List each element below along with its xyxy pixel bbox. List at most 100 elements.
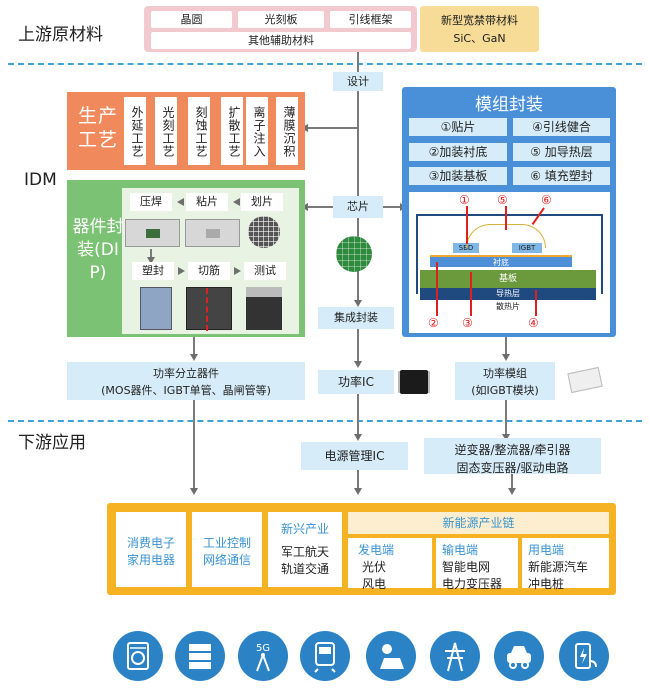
app-emerging: 新兴产业 军工航天 轨道交通: [268, 512, 342, 587]
step-molding: 塑封: [132, 262, 174, 280]
ic-chip-image: [400, 370, 428, 394]
molded-part-image: [140, 287, 172, 330]
process-step-6: 薄膜沉积: [276, 97, 298, 165]
process-step-5: 离子注入: [246, 97, 268, 165]
app-gen-title: 发电端: [358, 543, 395, 557]
washing-machine-icon: [113, 631, 163, 681]
thermal-layer: 导热层: [420, 288, 596, 300]
app-industrial: 工业控制 网络通信: [192, 512, 262, 587]
app-grid-title: 输电端: [442, 543, 479, 557]
wide-bandgap-box: 新型宽禁带材料 SiC、GaN: [420, 6, 539, 52]
step-die-attach: 粘片: [186, 193, 228, 211]
idm-title: IDM: [24, 170, 57, 190]
leadframe-image-2: [185, 219, 240, 247]
heatsink-layer: 散热片: [420, 300, 596, 314]
wide-bandgap-title: 新型宽禁带材料: [441, 14, 518, 27]
inverter-line2: 固态变压器/驱动电路: [456, 461, 569, 475]
app-use-title: 用电端: [528, 543, 565, 557]
app-emerging-title: 新兴产业: [280, 522, 329, 536]
step-dicing: 划片: [241, 193, 283, 211]
marker-4: ④: [528, 316, 539, 330]
app-gen-2: 风电: [362, 577, 387, 591]
base-layer: 基板: [420, 270, 596, 288]
server-icon: [175, 631, 225, 681]
raw-material-wafer: 晶圆: [151, 11, 232, 28]
process-step-3: 刻蚀工艺: [188, 97, 210, 165]
app-use: 用电端 新能源汽车 冲电桩: [522, 538, 609, 591]
new-energy-title: 新能源产业链: [348, 512, 609, 534]
wide-bandgap-sub: SiC、GaN: [453, 32, 506, 45]
igbt-chip: IGBT: [512, 243, 542, 253]
app-use-1: 新能源汽车: [528, 560, 589, 574]
app-grid-2: 电力变压器: [442, 577, 503, 591]
downstream-title: 下游应用: [18, 433, 86, 453]
substrate-layer: 衬底: [430, 255, 572, 267]
raw-material-leadframe: 引线框架: [330, 11, 411, 28]
train-icon: [300, 631, 350, 681]
process-step-1: 外延工艺: [124, 97, 146, 165]
upstream-title: 上游原材料: [18, 25, 103, 45]
process-step-2: 光刻工艺: [155, 97, 177, 165]
app-gen-1: 光伏: [362, 560, 387, 574]
sbd-chip: SBD: [453, 243, 479, 253]
device-package-title-text: 器件封装(DIP): [72, 217, 124, 283]
wafer-image: [336, 236, 372, 272]
housing-outline: [416, 214, 603, 294]
app-consumer-2: 家用电器: [126, 553, 175, 567]
app-emerging-2: 轨道交通: [280, 562, 329, 576]
separator-bottom: [8, 420, 642, 422]
app-emerging-1: 军工航天: [280, 545, 329, 559]
tested-part-image: [246, 287, 282, 330]
app-gen: 发电端 光伏 风电: [348, 538, 432, 591]
module-package-title: 模组封装: [475, 95, 543, 115]
process-step-4: 扩散工艺: [221, 97, 243, 165]
power-mgmt-ic-box: 电源管理IC: [301, 442, 408, 470]
step-bonding: 压焊: [130, 193, 172, 211]
module-step-4: ④引线健合: [513, 118, 610, 136]
app-industrial-1: 工业控制: [202, 536, 251, 550]
marker-6: ⑥: [541, 193, 552, 207]
step-test: 测试: [244, 262, 286, 280]
app-use-2: 冲电桩: [528, 577, 565, 591]
raw-material-other: 其他辅助材料: [151, 32, 411, 49]
design-box: 设计: [333, 72, 383, 91]
module-step-5: ⑤ 加导热层: [513, 143, 610, 161]
5g-antenna-icon: 5G: [238, 631, 288, 681]
app-grid: 输电端 智能电网 电力变压器: [436, 538, 518, 591]
power-tower-icon: [430, 631, 480, 681]
power-module-line2: (如IGBT模块): [471, 384, 539, 397]
marker-3: ③: [462, 316, 473, 330]
app-consumer: 消费电子 家用电器: [116, 512, 186, 587]
integrated-packaging-box: 集成封装: [318, 307, 394, 329]
module-step-1: ①贴片: [409, 118, 507, 136]
separator-top: [8, 63, 642, 65]
igbt-module-image: [567, 366, 603, 394]
module-step-3: ③加装基板: [409, 167, 507, 185]
chip-box: 芯片: [333, 196, 383, 218]
power-module-box: 功率模组 (如IGBT模块): [455, 362, 555, 400]
marker-5: ⑤: [497, 193, 508, 207]
discrete-devices-box: 功率分立器件 (MOS器件、IGBT单管、晶闸管等): [67, 362, 305, 400]
discrete-line2: (MOS器件、IGBT单管、晶闸管等): [101, 384, 271, 397]
power-module-line1: 功率模组: [483, 367, 527, 380]
electric-car-icon: [494, 631, 544, 681]
app-consumer-1: 消费电子: [126, 536, 175, 550]
solar-panel-icon: [366, 631, 416, 681]
charging-icon: [559, 631, 609, 681]
power-ic-box: 功率IC: [318, 370, 394, 394]
marker-2: ②: [428, 316, 439, 330]
leadframe-image-1: [125, 219, 180, 247]
app-industrial-2: 网络通信: [202, 553, 251, 567]
process-title: 生产工艺: [78, 105, 119, 151]
raw-material-photomask: 光刻板: [238, 11, 324, 28]
diced-wafer-image: [248, 216, 280, 248]
app-grid-1: 智能电网: [442, 560, 491, 574]
trimmed-part-image: [186, 287, 232, 331]
discrete-line1: 功率分立器件: [153, 367, 219, 380]
inverter-line1: 逆变器/整流器/牵引器: [454, 443, 571, 457]
marker-1: ①: [459, 193, 470, 207]
module-step-6: ⑥ 填充塑封: [513, 167, 610, 185]
inverter-box: 逆变器/整流器/牵引器 固态变压器/驱动电路: [424, 438, 601, 475]
step-trim: 切筋: [188, 262, 230, 280]
module-step-2: ②加装衬底: [409, 143, 507, 161]
